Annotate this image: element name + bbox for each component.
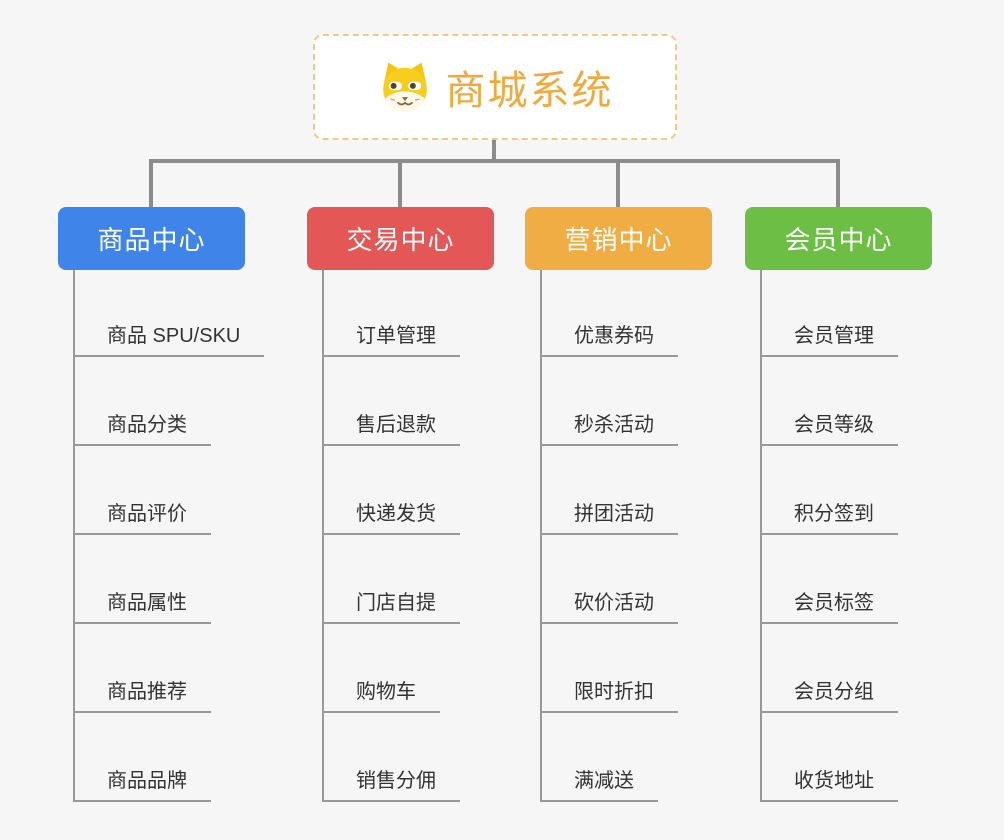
- leaf-node[interactable]: 门店自提: [322, 590, 460, 624]
- leaf-node[interactable]: 满减送: [540, 768, 658, 802]
- leaf-node[interactable]: 商品评价: [73, 501, 211, 535]
- connector-drop-2: [398, 159, 402, 207]
- leaf-node[interactable]: 会员标签: [760, 590, 898, 624]
- leaf-node[interactable]: 销售分佣: [322, 768, 460, 802]
- branch-header-4[interactable]: 会员中心: [745, 207, 932, 270]
- branch-header-1[interactable]: 商品中心: [58, 207, 245, 270]
- connector-drop-4: [836, 159, 840, 207]
- leaf-node[interactable]: 快递发货: [322, 501, 460, 535]
- leaf-node[interactable]: 收货地址: [760, 768, 898, 802]
- leaf-node[interactable]: 限时折扣: [540, 679, 678, 713]
- leaf-node[interactable]: 商品分类: [73, 412, 211, 446]
- connector-horizontal: [149, 159, 839, 163]
- leaf-node[interactable]: 订单管理: [322, 323, 460, 357]
- connector-root-stub: [492, 140, 496, 161]
- connector-drop-1: [149, 159, 153, 207]
- leaf-node[interactable]: 积分签到: [760, 501, 898, 535]
- branch-column-3: 营销中心优惠券码秒杀活动拼团活动砍价活动限时折扣满减送: [525, 207, 775, 827]
- branch-trunk-line: [760, 270, 762, 802]
- branch-trunk-line: [73, 270, 75, 802]
- root-title: 商城系统: [445, 69, 614, 113]
- branch-column-4: 会员中心会员管理会员等级积分签到会员标签会员分组收货地址: [745, 207, 995, 827]
- leaf-node[interactable]: 商品推荐: [73, 679, 211, 713]
- leaf-node[interactable]: 优惠券码: [540, 323, 678, 357]
- leaf-node[interactable]: 商品 SPU/SKU: [73, 323, 265, 357]
- leaf-node[interactable]: 商品品牌: [73, 768, 211, 802]
- leaf-node[interactable]: 购物车: [322, 679, 440, 713]
- branch-trunk-line: [540, 270, 542, 802]
- leaf-node[interactable]: 秒杀活动: [540, 412, 678, 446]
- shiba-dog-icon: [382, 62, 427, 112]
- branch-column-1: 商品中心商品 SPU/SKU 商品分类商品评价商品属性商品推荐商品品牌: [58, 207, 308, 827]
- leaf-node[interactable]: 拼团活动: [540, 501, 678, 535]
- leaf-node[interactable]: 会员管理: [760, 323, 898, 357]
- branch-header-2[interactable]: 交易中心: [307, 207, 494, 270]
- leaf-node[interactable]: 会员等级: [760, 412, 898, 446]
- branch-trunk-line: [322, 270, 324, 802]
- connector-drop-3: [616, 159, 620, 207]
- leaf-node[interactable]: 会员分组: [760, 679, 898, 713]
- leaf-node[interactable]: 砍价活动: [540, 590, 678, 624]
- leaf-node[interactable]: 售后退款: [322, 412, 460, 446]
- leaf-node[interactable]: 商品属性: [73, 590, 211, 624]
- branch-column-2: 交易中心订单管理售后退款快递发货门店自提购物车销售分佣: [307, 207, 557, 827]
- root-node[interactable]: 商城系统: [313, 34, 677, 140]
- branch-header-3[interactable]: 营销中心: [525, 207, 712, 270]
